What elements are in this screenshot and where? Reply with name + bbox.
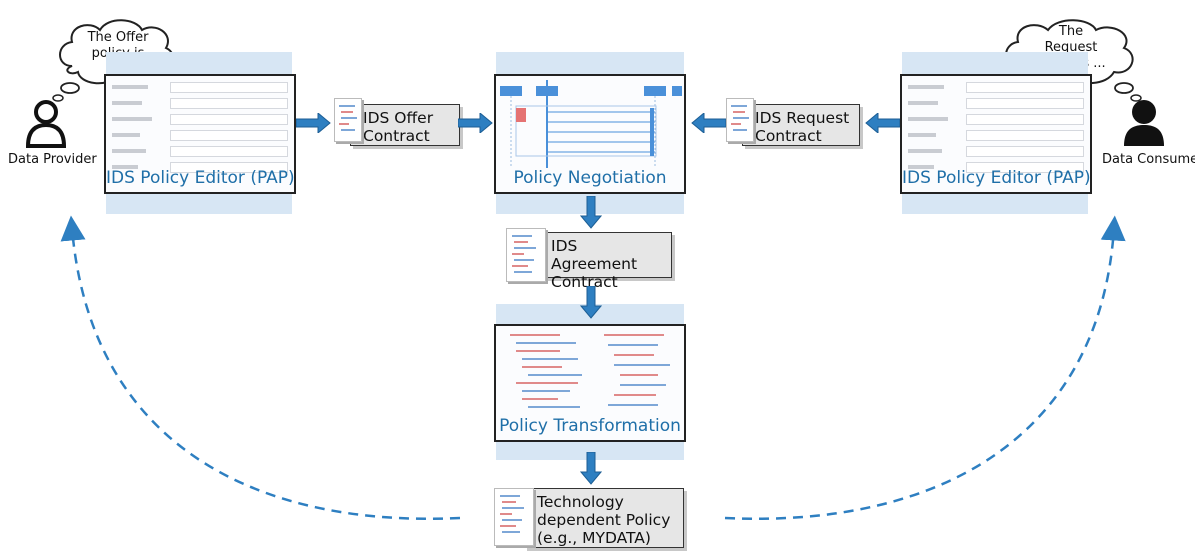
technology-policy-line-1: Technology bbox=[537, 493, 624, 511]
request-document-icon bbox=[726, 98, 754, 142]
provider-thought-line-1: The Offer bbox=[87, 30, 149, 45]
request-contract-line-1: IDS Request bbox=[755, 109, 850, 127]
right-feedback-arc bbox=[724, 215, 1126, 520]
transformation-title: Policy Transformation bbox=[499, 416, 681, 436]
arrow-agreement-to-transformation bbox=[580, 286, 602, 319]
left-editor-title: IDS Policy Editor (PAP) bbox=[106, 168, 295, 188]
policy-transformation-panel: Policy Transformation bbox=[494, 324, 686, 442]
consumer-thought-line-2: Request bbox=[1044, 40, 1098, 55]
agreement-document-icon bbox=[506, 228, 546, 282]
arrow-left-editor-to-offer bbox=[296, 113, 331, 133]
right-editor-title: IDS Policy Editor (PAP) bbox=[902, 168, 1091, 188]
technology-document-icon bbox=[494, 488, 534, 546]
left-policy-editor-panel: IDS Policy Editor (PAP) bbox=[104, 74, 296, 194]
arrow-negotiation-to-agreement bbox=[580, 196, 602, 229]
agreement-contract-card: IDS Agreement Contract bbox=[538, 232, 672, 291]
negotiation-title: Policy Negotiation bbox=[513, 168, 667, 188]
arrow-right-editor-to-request bbox=[865, 113, 900, 133]
offer-contract-line-2: Contract bbox=[363, 127, 430, 145]
consumer-label: Data Consumer bbox=[1102, 152, 1195, 167]
provider-person-icon bbox=[25, 100, 67, 148]
offer-document-icon bbox=[334, 98, 362, 142]
sequence-diagram-thumbnail bbox=[500, 80, 682, 168]
technology-policy-line-3: (e.g., MYDATA) bbox=[537, 529, 651, 547]
agreement-contract-line-2: Contract bbox=[551, 273, 618, 291]
consumer-person-icon bbox=[1124, 100, 1164, 146]
agreement-contract-line-1: IDS Agreement bbox=[551, 237, 638, 273]
left-feedback-arc bbox=[60, 215, 461, 520]
offer-contract-line-1: IDS Offer bbox=[363, 109, 434, 127]
arrow-offer-to-negotiation bbox=[458, 113, 493, 133]
arrow-transformation-to-technology bbox=[580, 452, 602, 485]
request-contract-line-2: Contract bbox=[755, 127, 822, 145]
offer-contract-card: IDS Offer Contract bbox=[350, 104, 460, 146]
right-policy-editor-panel: IDS Policy Editor (PAP) bbox=[900, 74, 1092, 194]
policy-negotiation-panel: Policy Negotiation bbox=[494, 74, 686, 194]
request-contract-card: IDS Request Contract bbox=[742, 104, 860, 146]
provider-label: Data Provider bbox=[8, 152, 97, 167]
arrow-request-to-negotiation bbox=[691, 113, 726, 133]
technology-policy-card: Technology dependent Policy (e.g., MYDAT… bbox=[524, 488, 684, 548]
technology-policy-line-2: dependent Policy bbox=[537, 511, 671, 529]
consumer-thought-line-1: The bbox=[1058, 24, 1084, 39]
